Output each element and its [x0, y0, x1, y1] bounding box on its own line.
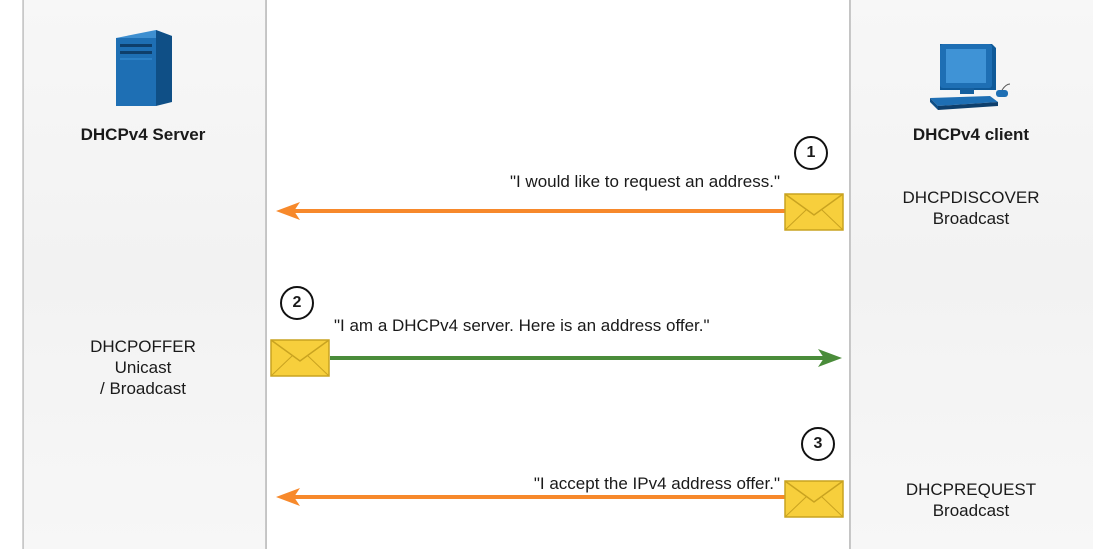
arrow-discover: [276, 202, 785, 220]
envelope-icon: [784, 480, 844, 518]
arrow-request: [276, 488, 785, 506]
arrow-offer: [330, 349, 842, 367]
step-number-1: 1: [794, 136, 828, 170]
step-number-3: 3: [801, 427, 835, 461]
message-step-2: "I am a DHCPv4 server. Here is an addres…: [334, 316, 710, 335]
step-number-2: 2: [280, 286, 314, 320]
computer-icon: [930, 44, 1011, 110]
envelope-icon: [270, 339, 330, 377]
dhcpdiscover-label: DHCPDISCOVER Broadcast: [902, 188, 1040, 228]
client-title: DHCPv4 client: [912, 125, 1030, 144]
envelope-icon: [784, 193, 844, 231]
dhcpoffer-label: DHCPOFFER Unicast / Broadcast: [90, 337, 196, 398]
dhcprequest-label: DHCPREQUEST Broadcast: [905, 480, 1037, 520]
message-step-3: "I accept the IPv4 address offer.": [533, 474, 780, 493]
server-icon: [116, 30, 172, 106]
message-step-1: "I would like to request an address.": [509, 172, 780, 191]
server-title: DHCPv4 Server: [80, 125, 206, 144]
